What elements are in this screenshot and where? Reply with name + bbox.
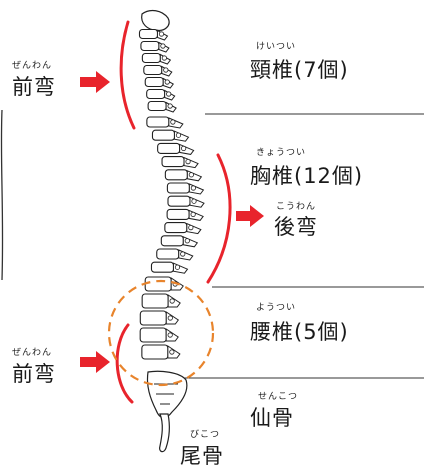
vertebral-body (147, 90, 165, 99)
vertebral-body (158, 143, 180, 153)
vertebral-body (142, 294, 168, 308)
vertebra (141, 42, 169, 53)
vertebra (147, 90, 175, 101)
lumbar-lordosis-arrow (80, 351, 110, 373)
vertebra (167, 209, 203, 220)
vertebra (140, 311, 178, 325)
coccyx-ruby: びこつ (190, 427, 220, 440)
foramen (176, 133, 180, 137)
vertebra (147, 117, 183, 128)
cervical-ruby: けいつい (256, 39, 296, 52)
vertebra (140, 328, 178, 342)
cervical-label: 頸椎(7個) (250, 54, 349, 84)
vertebra (158, 143, 194, 154)
foramen (191, 212, 195, 216)
thoracic-curve-label: 後弯 (274, 211, 318, 241)
vertebra (139, 30, 167, 41)
left-panel-edge (1, 110, 2, 280)
vertebral-body (142, 54, 160, 63)
vertebra (142, 54, 170, 65)
lumbar-ruby: ようつい (256, 300, 296, 313)
foramen (181, 252, 185, 256)
vertebra (168, 196, 204, 207)
foramen (189, 225, 193, 229)
vertebral-body (148, 102, 166, 111)
foramen (159, 32, 163, 36)
vertebral-body (145, 277, 171, 291)
coccyx-bone (160, 414, 170, 452)
vertebra (142, 294, 180, 308)
vertebral-body (140, 311, 166, 325)
lumbar-label: 腰椎(5個) (250, 316, 349, 346)
vertebra (152, 130, 188, 141)
cervical-curve-label: 前弯 (12, 71, 56, 101)
lumbar-curve-line (117, 325, 132, 402)
atlas-vertebra (142, 11, 169, 31)
foramen (165, 80, 169, 84)
foramen (168, 333, 172, 337)
vertebral-body (139, 30, 157, 39)
foramen (168, 316, 172, 320)
thoracic-ruby: きょうつい (256, 145, 306, 158)
vertebral-body (165, 223, 187, 233)
vertebral-body (147, 117, 169, 127)
vertebra (165, 170, 201, 181)
vertebra (145, 78, 173, 89)
foramen (192, 199, 196, 203)
vertebra (167, 183, 203, 194)
thoracic-curve-line (208, 155, 230, 282)
lumbar-curve-ruby: ぜんわん (12, 345, 52, 358)
foramen (170, 299, 174, 303)
vertebral-body (144, 66, 162, 75)
vertebral-body (167, 209, 189, 219)
vertebral-body (140, 328, 166, 342)
vertebra (162, 157, 198, 168)
vertebral-body (145, 78, 163, 87)
foramen (185, 239, 189, 243)
vertebral-body (162, 157, 184, 167)
vertebra (142, 345, 180, 359)
spine-illustration (142, 11, 169, 31)
cervical-curve-line (121, 22, 134, 128)
foramen (162, 56, 166, 60)
foramen (181, 146, 185, 150)
vertebra (151, 262, 187, 273)
foramen (191, 186, 195, 190)
foramen (166, 92, 170, 96)
foramen (186, 159, 190, 163)
foramen (189, 173, 193, 177)
vertebral-body (167, 183, 189, 193)
vertebral-body (142, 345, 168, 359)
lumbar-curve-label: 前弯 (12, 358, 56, 388)
vertebral-body (157, 249, 179, 259)
vertebral-body (161, 236, 183, 246)
thoracic-label: 胸椎(12個) (250, 160, 363, 190)
vertebra (144, 66, 172, 77)
vertebral-body (152, 130, 174, 140)
foramen (161, 44, 165, 48)
foramen (168, 104, 172, 108)
vertebra (165, 223, 201, 234)
vertebra (157, 249, 193, 260)
foramen (164, 68, 168, 72)
cervical-lordosis-arrow (80, 71, 110, 93)
vertebra (161, 236, 197, 247)
sacrum-bone (147, 371, 186, 417)
foramen (175, 265, 179, 269)
vertebral-body (168, 196, 190, 206)
foramen (171, 120, 175, 124)
vertebral-body (141, 42, 159, 51)
vertebral-body (151, 262, 173, 272)
vertebral-body (165, 170, 187, 180)
vertebrae (139, 30, 204, 360)
vertebra (148, 102, 176, 113)
foramen (170, 350, 174, 354)
sacrum-label: 仙骨 (250, 402, 294, 432)
cervical-curve-ruby: ぜんわん (12, 58, 52, 71)
thoracic-kyphosis-arrow (236, 205, 264, 227)
sacrum-ruby: せんこつ (258, 389, 298, 402)
